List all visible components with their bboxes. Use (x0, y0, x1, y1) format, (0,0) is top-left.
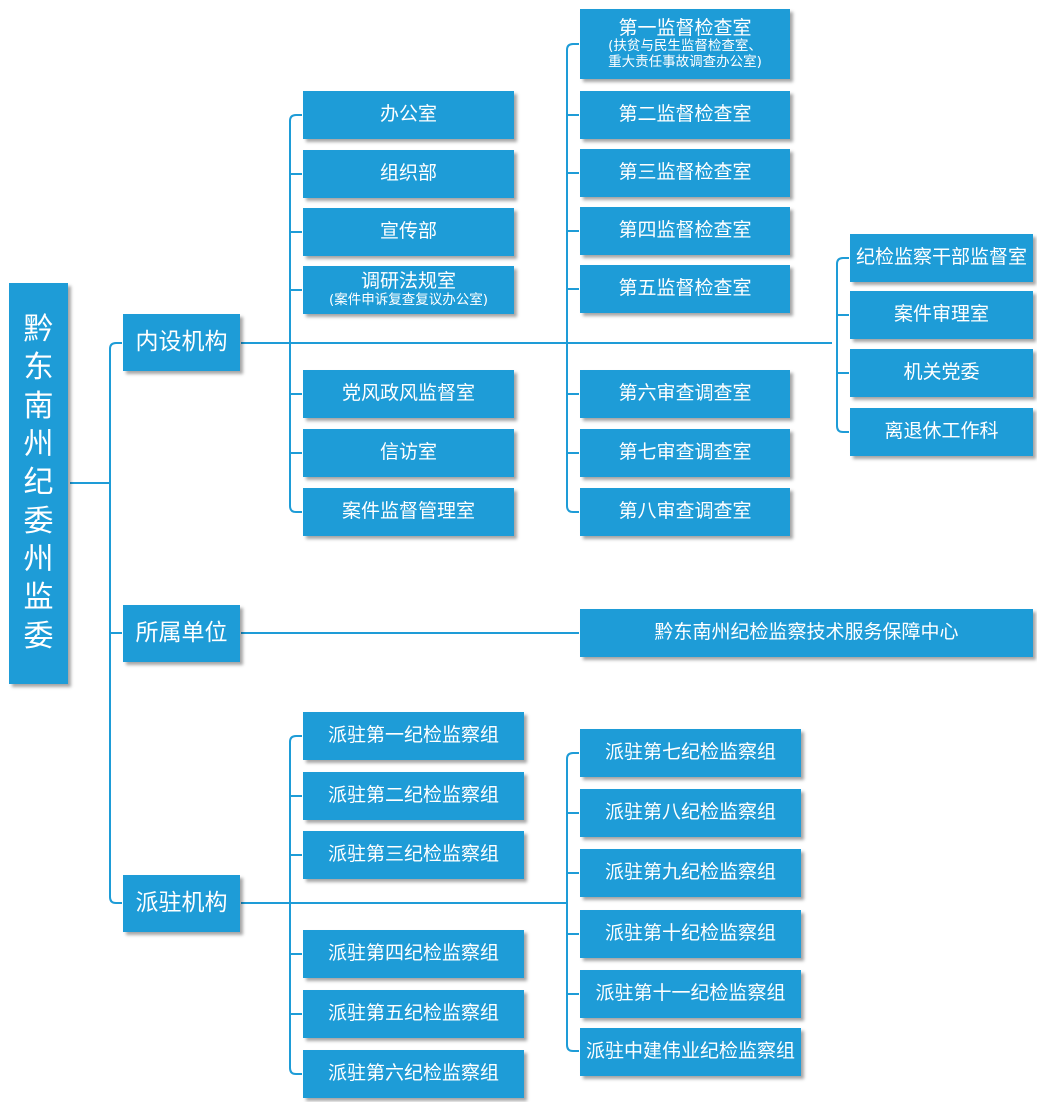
category-internal: 内设机构 (123, 314, 240, 371)
first-room-sub-label-2: 重大责任事故调查办公室) (608, 53, 762, 70)
root-char: 委 (23, 618, 54, 654)
dispatched-group-8-node: 派驻第八纪检监察组 (580, 789, 801, 837)
dispatched-group-1-node: 派驻第一纪检监察组 (303, 712, 524, 760)
tech-service-center-node: 黔东南州纪检监察技术服务保障中心 (580, 609, 1033, 657)
dispatched-group-4-node: 派驻第四纪检监察组 (303, 930, 524, 978)
root-char: 东 (23, 350, 54, 386)
first-room-sub-label-1: (扶贫与民生监督检查室、 (608, 38, 762, 55)
dispatched-group-3-node: 派驻第三纪检监察组 (303, 831, 524, 879)
root-node: 黔 东 南 州 纪 委 州 监 委 (9, 283, 68, 684)
root-char: 州 (23, 542, 54, 578)
research-main-label: 调研法规室 (360, 270, 456, 293)
research-sub-label: (案件申诉复查复议办公室) (328, 292, 489, 309)
root-char: 黔 (23, 311, 54, 347)
party-committee-node: 机关党委 (850, 349, 1033, 397)
case-supervision-node: 案件监督管理室 (303, 488, 514, 536)
category-dispatched: 派驻机构 (123, 875, 240, 932)
dispatched-group-6-node: 派驻第六纪检监察组 (303, 1050, 524, 1098)
dispatched-group-10-node: 派驻第十纪检监察组 (580, 910, 801, 958)
petition-office-node: 信访室 (303, 429, 514, 477)
sixth-investigation-room-node: 第六审查调查室 (580, 370, 790, 418)
organization-dept-node: 组织部 (303, 150, 514, 198)
cadre-supervision-node: 纪检监察干部监督室 (850, 234, 1033, 282)
dispatched-group-9-node: 派驻第九纪检监察组 (580, 849, 801, 897)
research-regulations-node: 调研法规室 (案件申诉复查复议办公室) (303, 266, 514, 314)
dispatched-group-7-node: 派驻第七纪检监察组 (580, 729, 801, 777)
fourth-inspection-room-node: 第四监督检查室 (580, 207, 790, 255)
office-node: 办公室 (303, 91, 514, 139)
first-room-main-label: 第一监督检查室 (618, 16, 752, 39)
publicity-dept-node: 宣传部 (303, 208, 514, 256)
retirement-section-node: 离退休工作科 (850, 408, 1033, 456)
dispatched-group-2-node: 派驻第二纪检监察组 (303, 772, 524, 820)
conduct-supervision-node: 党风政风监督室 (303, 370, 514, 418)
dispatched-group-11-node: 派驻第十一纪检监察组 (580, 970, 801, 1018)
first-inspection-room-node: 第一监督检查室 (扶贫与民生监督检查室、 重大责任事故调查办公室) (580, 9, 790, 79)
root-char: 纪 (23, 465, 54, 501)
dispatched-group-5-node: 派驻第五纪检监察组 (303, 990, 524, 1038)
dispatched-group-zhongjian-node: 派驻中建伟业纪检监察组 (580, 1028, 801, 1076)
root-char: 南 (23, 388, 54, 424)
category-affiliated: 所属单位 (123, 605, 240, 662)
root-char: 监 (23, 580, 54, 616)
third-inspection-room-node: 第三监督检查室 (580, 149, 790, 197)
case-review-node: 案件审理室 (850, 291, 1033, 339)
fifth-inspection-room-node: 第五监督检查室 (580, 265, 790, 313)
seventh-investigation-room-node: 第七审查调查室 (580, 429, 790, 477)
eighth-investigation-room-node: 第八审查调查室 (580, 488, 790, 536)
root-char: 委 (23, 503, 54, 539)
second-inspection-room-node: 第二监督检查室 (580, 91, 790, 139)
root-char: 州 (23, 426, 54, 462)
